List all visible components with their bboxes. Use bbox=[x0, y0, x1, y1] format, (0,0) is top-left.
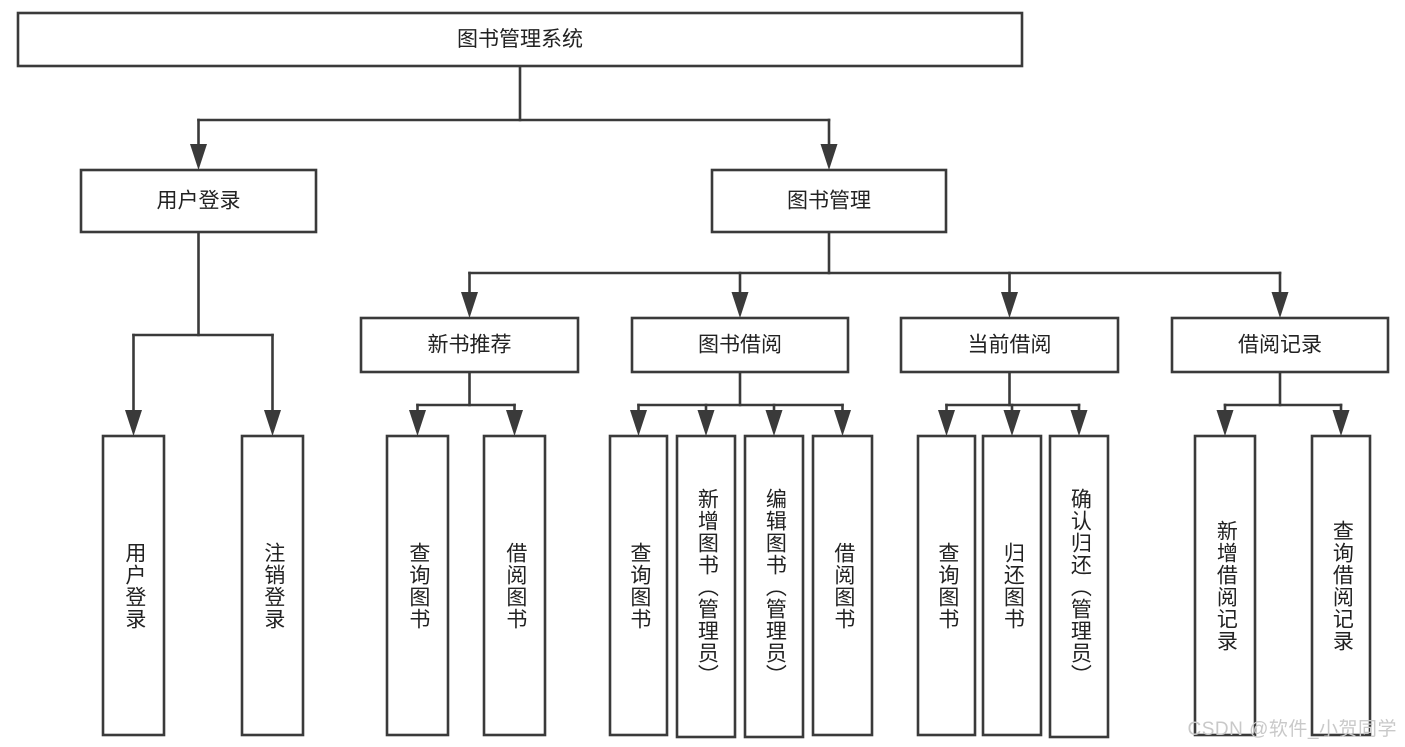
book-borrow-to-leaf-add-book-admin-arrowhead-icon bbox=[697, 410, 715, 436]
node-box-leaf-query-book-current[interactable] bbox=[916, 434, 977, 737]
book-borrow-to-leaf-borrow-book-arrowhead-icon bbox=[834, 410, 851, 436]
node-box-root[interactable] bbox=[16, 11, 1024, 68]
borrow-record-to-leaf-add-borrow-record-arrowhead-icon bbox=[1216, 410, 1234, 436]
root-to-book-manage-arrowhead-icon bbox=[820, 144, 838, 170]
user-login-to-leaf-user-login-arrowhead-icon bbox=[125, 410, 142, 436]
book-borrow-to-leaf-query-book-borrow-arrowhead-icon bbox=[630, 410, 647, 436]
node-label-root: 图书管理系统 bbox=[457, 28, 583, 51]
node-label-book-borrow: 图书借阅 bbox=[698, 334, 782, 357]
node-box-leaf-query-borrow-record[interactable] bbox=[1310, 434, 1372, 737]
node-label-user-login: 用户登录 bbox=[157, 190, 241, 213]
node-label-new-book-rec: 新书推荐 bbox=[428, 334, 512, 357]
borrow-record-to-leaf-query-borrow-record-arrowhead-icon bbox=[1332, 410, 1350, 436]
node-box-leaf-add-borrow-record[interactable] bbox=[1193, 434, 1257, 737]
current-borrow-to-leaf-query-book-current-arrowhead-icon bbox=[938, 410, 955, 436]
node-box-leaf-add-book-admin[interactable] bbox=[675, 434, 737, 739]
node-box-book-borrow[interactable] bbox=[630, 316, 850, 374]
book-manage-to-book-borrow-arrowhead-icon bbox=[731, 292, 749, 318]
node-box-leaf-borrow-book-rec[interactable] bbox=[482, 434, 547, 737]
node-box-user-login[interactable] bbox=[79, 168, 318, 234]
root-to-user-login-arrowhead-icon bbox=[190, 144, 207, 170]
node-label-borrow-record: 借阅记录 bbox=[1238, 334, 1322, 357]
node-box-leaf-user-logout[interactable] bbox=[240, 434, 305, 737]
watermark: CSDN @软件_小贺同学 bbox=[1187, 719, 1397, 740]
node-box-leaf-query-book-borrow[interactable] bbox=[608, 434, 669, 737]
node-label-book-manage: 图书管理 bbox=[787, 190, 871, 213]
current-borrow-to-leaf-confirm-return-admin-arrowhead-icon bbox=[1070, 410, 1088, 436]
node-box-layer bbox=[16, 11, 1390, 739]
book-manage-to-current-borrow-arrowhead-icon bbox=[1001, 292, 1018, 318]
node-box-leaf-user-login[interactable] bbox=[101, 434, 166, 737]
node-box-leaf-borrow-book[interactable] bbox=[811, 434, 874, 737]
new-book-rec-to-leaf-query-book-rec-arrowhead-icon bbox=[409, 410, 426, 436]
node-box-borrow-record[interactable] bbox=[1170, 316, 1390, 374]
book-manage-to-new-book-rec-arrowhead-icon bbox=[461, 292, 478, 318]
node-box-new-book-rec[interactable] bbox=[359, 316, 580, 374]
node-box-leaf-confirm-return-admin[interactable] bbox=[1048, 434, 1110, 739]
current-borrow-to-leaf-return-book-arrowhead-icon bbox=[1003, 410, 1021, 436]
connector-layer bbox=[125, 64, 1350, 436]
node-box-current-borrow[interactable] bbox=[899, 316, 1120, 374]
book-borrow-to-leaf-edit-book-admin-arrowhead-icon bbox=[765, 410, 783, 436]
user-login-to-leaf-user-logout-arrowhead-icon bbox=[264, 410, 281, 436]
node-box-leaf-edit-book-admin[interactable] bbox=[743, 434, 805, 739]
book-manage-to-borrow-record-arrowhead-icon bbox=[1271, 292, 1289, 318]
node-box-leaf-return-book[interactable] bbox=[981, 434, 1043, 737]
node-box-leaf-query-book-rec[interactable] bbox=[385, 434, 450, 737]
node-label-current-borrow: 当前借阅 bbox=[968, 334, 1052, 357]
new-book-rec-to-leaf-borrow-book-rec-arrowhead-icon bbox=[506, 410, 523, 436]
node-box-book-manage[interactable] bbox=[710, 168, 948, 234]
